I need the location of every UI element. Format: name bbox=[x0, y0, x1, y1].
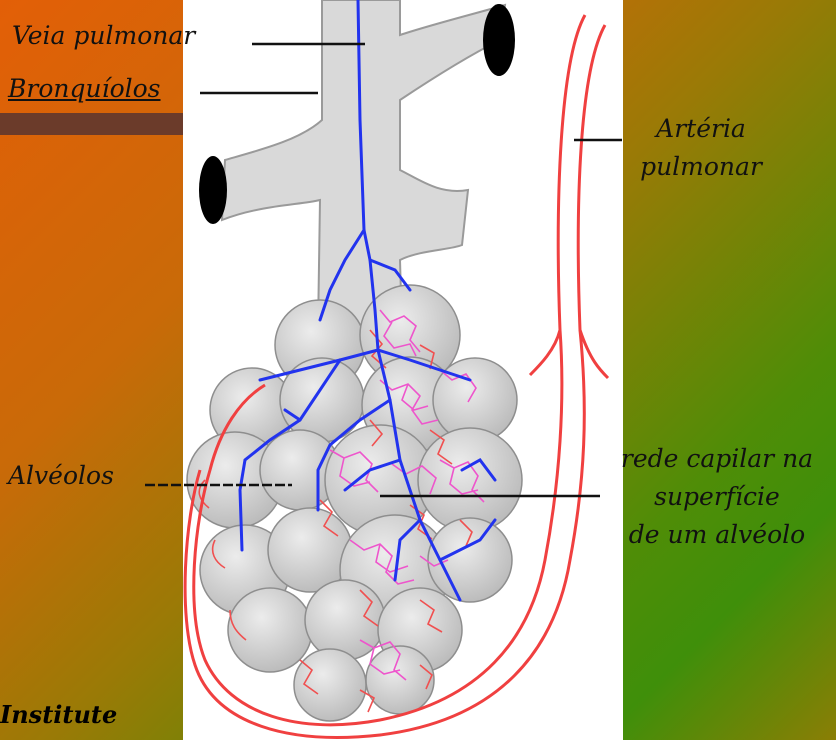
bronchiole-tree bbox=[222, 0, 505, 330]
label-veia-pulmonar: Veia pulmonar bbox=[12, 21, 195, 50]
institute-text: Institute bbox=[0, 700, 117, 729]
bronchiole-opening-left bbox=[199, 156, 227, 224]
label-rede-line3: de um alvéolo bbox=[598, 516, 836, 554]
label-arteria-pulmonar: Artéria pulmonar bbox=[626, 110, 776, 186]
label-arteria-line1: Artéria bbox=[626, 110, 776, 148]
bronchiole-opening-right bbox=[483, 4, 515, 76]
label-rede-line1: rede capilar na bbox=[598, 440, 836, 478]
label-arteria-line2: pulmonar bbox=[626, 148, 776, 186]
label-bronquiolos: Bronquíolos bbox=[8, 74, 161, 103]
alveoli-cluster bbox=[187, 285, 522, 721]
label-rede-line2: superfície bbox=[598, 478, 836, 516]
label-rede-capilar: rede capilar na superfície de um alvéolo bbox=[598, 440, 836, 554]
label-alveolos: Alvéolos bbox=[8, 461, 114, 490]
